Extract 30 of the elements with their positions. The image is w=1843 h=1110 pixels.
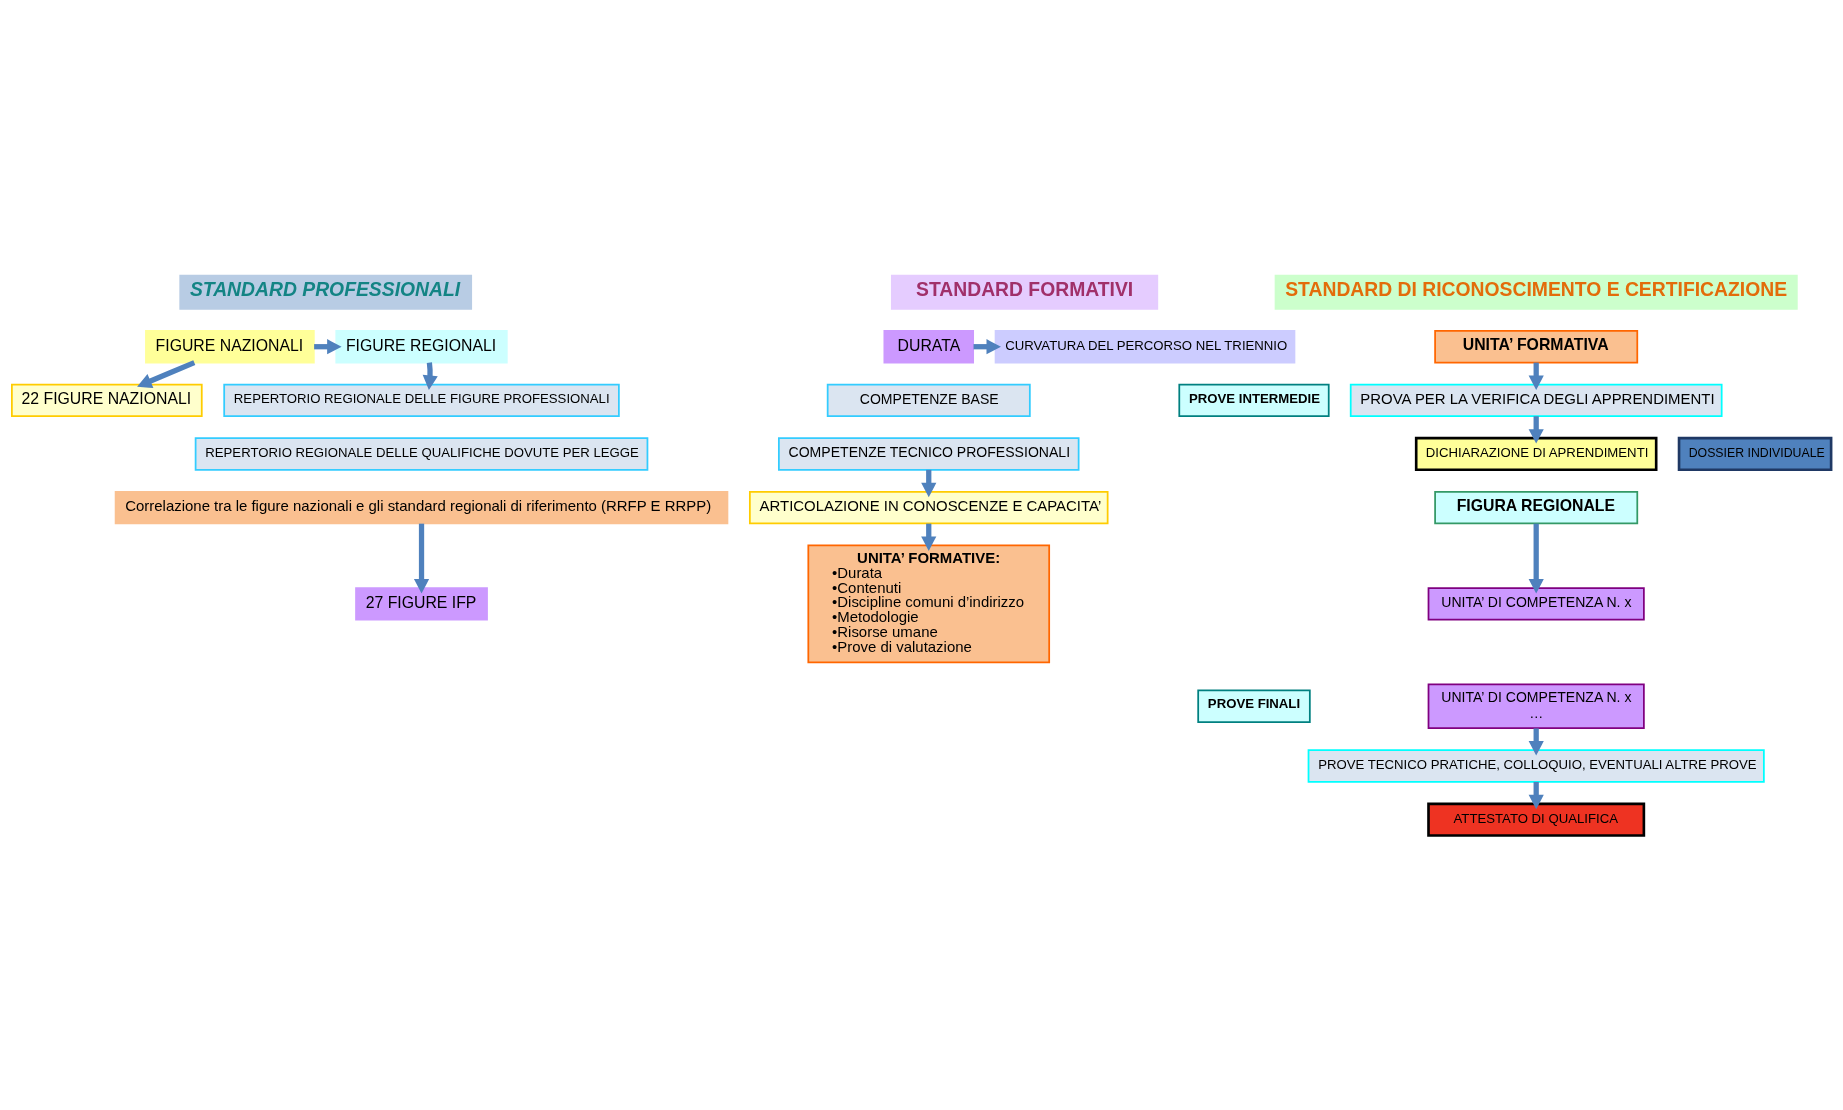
node-box: UNITA’ FORMATIVE: •Durata •Contenuti •Discipline comuni d’indirizzo •Metodologie •Risorse umane •Prove di valutazione <box>807 544 1051 663</box>
node-box: 22 FIGURE NAZIONALI <box>11 383 203 417</box>
node-box: ARTICOLAZIONE IN CONOSCENZE E CAPACITA’ <box>749 490 1109 524</box>
node-box: UNITA’ DI COMPETENZA N. x … <box>1427 682 1645 729</box>
node-box: COMPETENZE BASE <box>826 383 1031 417</box>
node-box: STANDARD PROFESSIONALI <box>179 274 473 310</box>
node-box: ATTESTATO DI QUALIFICA <box>1427 802 1646 837</box>
node-box: PROVE TECNICO PRATICHE, COLLOQUIO, EVENTUALI ALTRE PROVE <box>1307 748 1765 783</box>
node-box: FIGURE REGIONALI <box>335 329 508 363</box>
node-box: DOSSIER INDIVIDUALE <box>1677 436 1833 471</box>
node-box: PROVA PER LA VERIFICA DEGLI APPRENDIMENTI <box>1349 383 1723 417</box>
node-box: CURVATURA DEL PERCORSO NEL TRIENNIO <box>994 329 1296 363</box>
node-box: UNITA’ DI COMPETENZA N. x <box>1427 586 1645 621</box>
node-box: UNITA’ FORMATIVA <box>1434 329 1639 363</box>
node-box: FIGURE NAZIONALI <box>145 329 315 363</box>
arrow <box>137 359 196 388</box>
node-box: FIGURA REGIONALE <box>1434 490 1639 524</box>
arrow <box>1528 523 1544 593</box>
node-box: Correlazione tra le figure nazionali e gli standard regionali di riferimento (RRFP E RRPP) <box>114 490 729 524</box>
node-box: REPERTORIO REGIONALE DELLE FIGURE PROFESSIONALI <box>223 383 620 417</box>
node-box: STANDARD FORMATIVI <box>890 274 1159 310</box>
arrow <box>413 523 430 593</box>
node-box: DURATA <box>883 329 975 363</box>
node-box: 27 FIGURE IFP <box>355 586 488 621</box>
node-box: DICHIARAZIONE DI APRENDIMENTI <box>1414 436 1658 471</box>
node-box: PROVE INTERMEDIE <box>1178 383 1330 417</box>
node-box: PROVE FINALI <box>1197 689 1311 723</box>
node-box: REPERTORIO REGIONALE DELLE QUALIFICHE DOVUTE PER LEGGE <box>194 436 649 471</box>
node-box: STANDARD DI RICONOSCIMENTO E CERTIFICAZIONE <box>1274 274 1798 310</box>
node-box: COMPETENZE TECNICO PROFESSIONALI <box>778 436 1080 471</box>
